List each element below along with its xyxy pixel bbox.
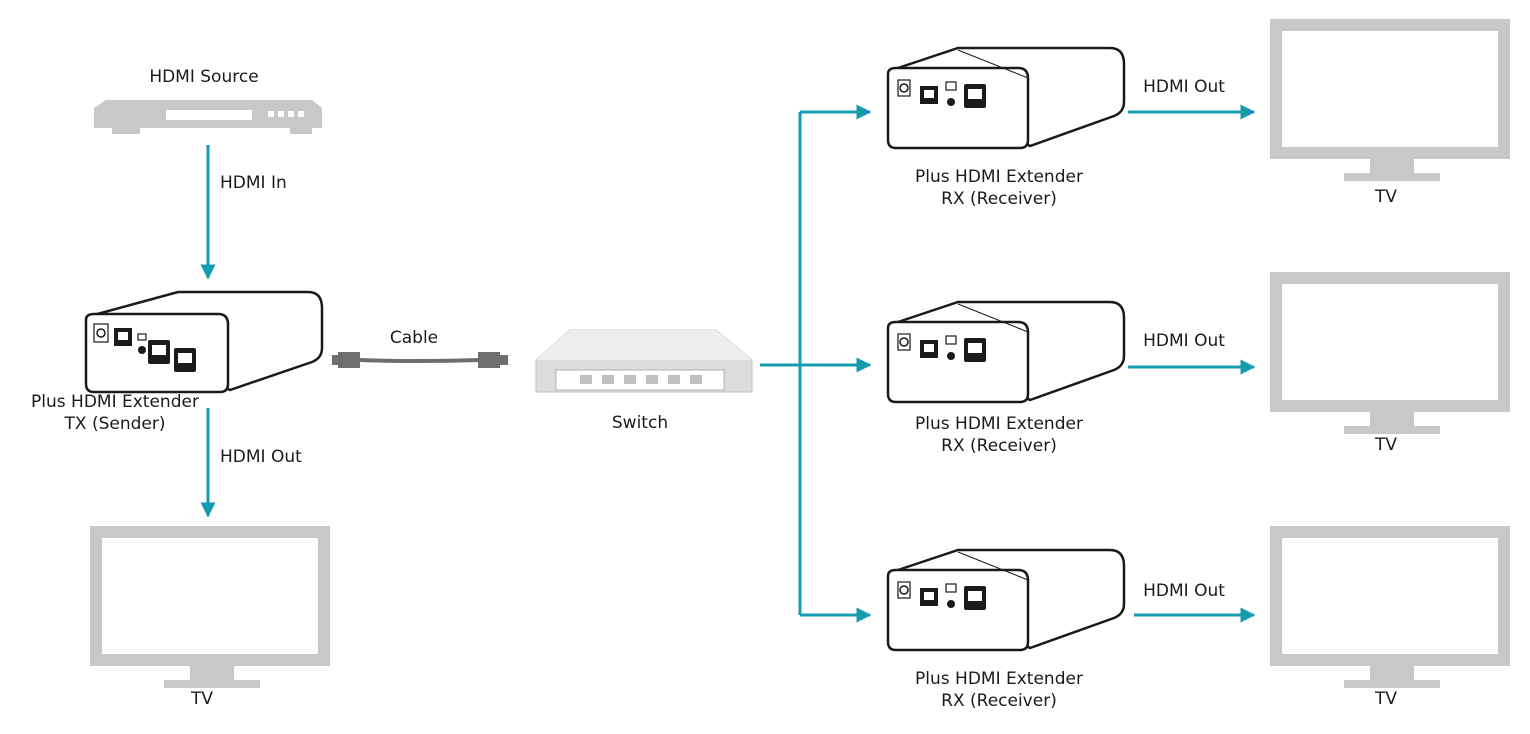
set-top-box-icon xyxy=(94,100,322,134)
tv-monitor-icon xyxy=(1276,25,1504,181)
sender-hdmi-out-label: HDMI Out xyxy=(220,447,302,467)
switch-label: Switch xyxy=(611,413,669,433)
receiver-1-title-line2: RX (Receiver) xyxy=(941,189,1057,209)
cable-label: Cable xyxy=(389,328,439,348)
hdmi-extender-tx-icon xyxy=(84,290,324,394)
hdmi-source-label: HDMI Source xyxy=(149,67,259,87)
ethernet-cable-icon xyxy=(332,352,508,368)
hdmi-extender-rx-icon xyxy=(886,300,1126,404)
receiver-2-title-line2: RX (Receiver) xyxy=(941,436,1057,456)
receiver-1-title-line1: Plus HDMI Extender xyxy=(915,167,1083,187)
receiver-1-tv-label: TV xyxy=(1374,187,1397,207)
hdmi-in-label: HDMI In xyxy=(220,173,287,193)
sender-title-line2: TX (Sender) xyxy=(64,414,166,434)
hdmi-extender-rx-icon xyxy=(886,46,1126,150)
receiver-3-title-line2: RX (Receiver) xyxy=(941,691,1057,711)
receiver-3-hdmi-out-label: HDMI Out xyxy=(1143,581,1225,601)
local-tv-label: TV xyxy=(190,689,213,709)
network-switch-icon xyxy=(535,329,753,393)
receiver-3-tv-label: TV xyxy=(1374,689,1397,709)
receiver-3-title-line1: Plus HDMI Extender xyxy=(915,669,1083,689)
distribution-arrows xyxy=(760,104,872,623)
tv-monitor-icon xyxy=(96,532,324,688)
hdmi-extender-rx-icon xyxy=(886,548,1126,652)
tv-monitor-icon xyxy=(1276,532,1504,688)
receiver-2-hdmi-out-label: HDMI Out xyxy=(1143,331,1225,351)
sender-title-line1: Plus HDMI Extender xyxy=(31,392,199,412)
receiver-1-hdmi-out-label: HDMI Out xyxy=(1143,77,1225,97)
receiver-2-title-line1: Plus HDMI Extender xyxy=(915,414,1083,434)
receiver-2-tv-label: TV xyxy=(1374,435,1397,455)
tv-monitor-icon xyxy=(1276,278,1504,434)
